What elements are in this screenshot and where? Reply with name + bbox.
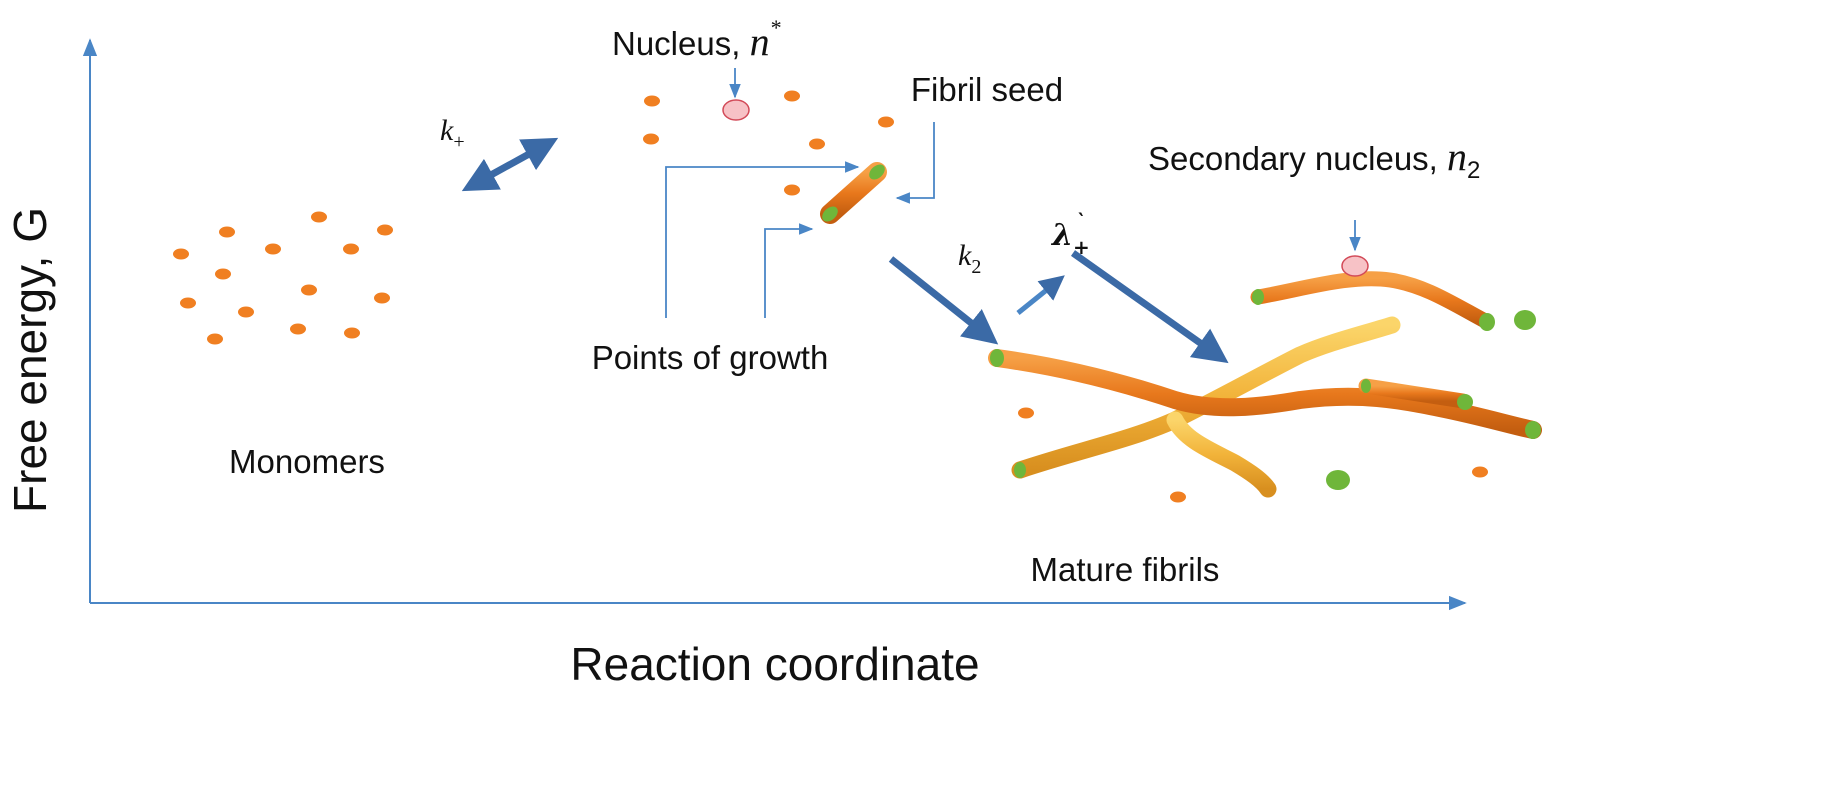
secondary-nucleus-icon <box>1341 255 1369 277</box>
monomer-icon <box>644 95 660 107</box>
fibril-seed-pointer <box>895 122 935 204</box>
monomer-icon <box>377 224 393 236</box>
monomer-icon <box>311 211 327 223</box>
nucleus-group: Nucleus, n* <box>612 15 781 121</box>
axes: Free energy, G Reaction coordinate <box>4 38 1467 690</box>
fibril-end-icon <box>1252 289 1264 305</box>
fibril-end-icon <box>990 349 1004 367</box>
monomer-icon <box>180 297 196 309</box>
secondary-nucleus-label: Secondary nucleus, n2 <box>1148 134 1480 184</box>
k2-arrow-icon <box>888 256 999 345</box>
monomer-icon <box>1472 466 1488 478</box>
fibril-end-icon <box>1361 379 1371 393</box>
k-plus-label: k+ <box>440 114 465 153</box>
fibril-end-icon <box>869 164 885 180</box>
k-plus-rate: k+ <box>440 114 559 192</box>
y-axis-label: Free energy, G <box>4 207 56 513</box>
growth-pointer-top <box>665 161 860 318</box>
green-monomer-icon <box>1326 470 1350 490</box>
monomer-icon <box>1170 491 1186 503</box>
nucleation-monomers <box>643 90 894 196</box>
fibril-seed-body <box>820 162 887 224</box>
monomer-icon <box>265 243 281 255</box>
monomer-icon <box>238 306 254 318</box>
monomer-icon <box>878 116 894 128</box>
monomer-icon <box>374 292 390 304</box>
secondary-nucleus-group: Secondary nucleus, n2 <box>1148 134 1480 252</box>
lambda-arrow-icon <box>1016 275 1065 315</box>
lambda-plus-label: λ+` <box>1050 209 1090 259</box>
monomer-icon <box>219 226 235 238</box>
monomers-cluster <box>173 211 393 345</box>
x-axis-label: Reaction coordinate <box>570 638 979 690</box>
monomers-label: Monomers <box>229 443 385 480</box>
green-monomer-icon <box>1514 310 1536 330</box>
fibril-end-icon <box>1525 421 1541 439</box>
lambda-plus-rate: λ+` <box>1016 209 1090 315</box>
nucleus-icon <box>722 99 750 121</box>
fibril-short <box>1358 378 1471 409</box>
mature-fibrils-label: Mature fibrils <box>1031 551 1220 588</box>
monomer-icon <box>301 284 317 296</box>
fibril-end-icon <box>1014 462 1026 478</box>
fibril-secondary-top <box>1250 271 1495 330</box>
fibril-yellow-branch <box>1166 411 1277 498</box>
fibril-yellow-main <box>1011 316 1401 479</box>
monomer-icon <box>1018 407 1034 419</box>
monomer-icon <box>173 248 189 260</box>
monomer-icon <box>343 243 359 255</box>
monomer-icon <box>290 323 306 335</box>
monomer-icon <box>643 133 659 145</box>
mature-fibrils <box>988 255 1542 503</box>
fibril-seed-label: Fibril seed <box>911 71 1063 108</box>
reversible-arrow-icon <box>461 137 559 192</box>
monomer-icon <box>344 327 360 339</box>
fibril-long <box>988 349 1542 439</box>
k2-rate: k2 <box>888 239 999 345</box>
secondary-arrow-icon <box>1070 250 1229 364</box>
nucleus-label: Nucleus, n* <box>612 15 781 64</box>
k2-label: k2 <box>958 239 981 278</box>
fibril-end-icon <box>1479 313 1495 331</box>
fibril-end-icon <box>1457 394 1473 410</box>
monomer-icon <box>215 268 231 280</box>
fibril-end-icon <box>822 206 838 222</box>
monomer-icon <box>784 184 800 196</box>
monomer-icon <box>784 90 800 102</box>
points-of-growth-label: Points of growth <box>592 339 829 376</box>
monomer-icon <box>207 333 223 345</box>
growth-pointer-bottom <box>764 223 814 318</box>
fibril-seed <box>820 162 887 224</box>
points-of-growth-pointers <box>665 161 860 318</box>
monomer-icon <box>809 138 825 150</box>
